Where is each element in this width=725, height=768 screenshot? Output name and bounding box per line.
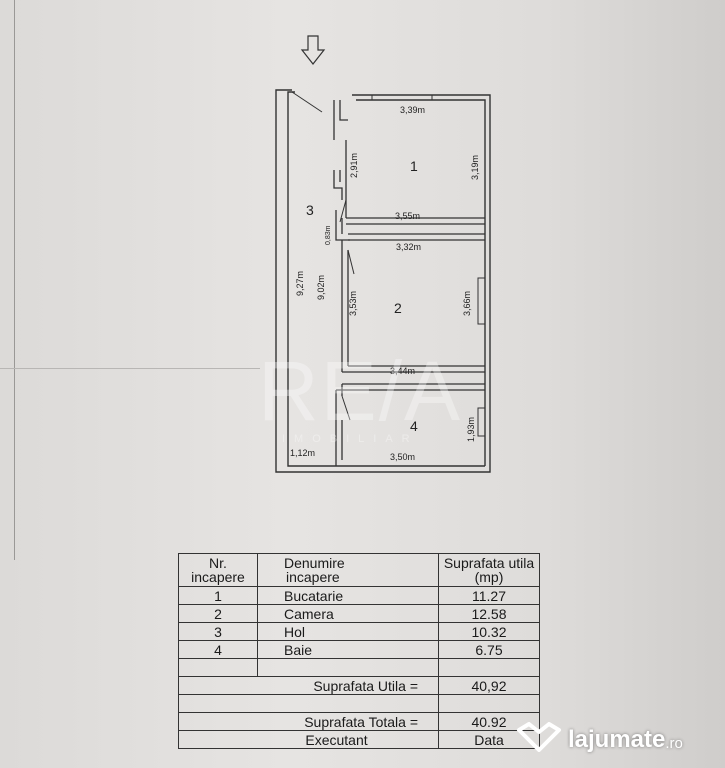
dim-r1-right: 3,19m — [470, 155, 480, 180]
row-area: 6.75 — [438, 640, 540, 659]
dim-passage: 0,83m — [325, 225, 332, 245]
dim-r1-bottom: 3,55m — [395, 211, 420, 221]
window-room-1 — [371, 94, 433, 101]
table-row: 4 Baie 6.75 — [178, 640, 540, 659]
total-area-label: Suprafata Totala = — [178, 712, 439, 731]
row-nr: 3 — [178, 622, 258, 641]
header-nr-line2: incapere — [191, 569, 245, 585]
door-room-2 — [347, 249, 355, 275]
paper-crease — [0, 368, 260, 369]
dim-r2-left: 3,53m — [348, 291, 358, 316]
window-room-4 — [477, 407, 486, 437]
empty-cell — [438, 694, 540, 713]
row-name: Camera — [257, 604, 439, 623]
floor-plan: 3,39m 3,19m 3,55m 2,91m 0,83m 3,32m 3,66… — [258, 35, 491, 473]
logo-tld: .ro — [665, 734, 683, 752]
row-nr: 2 — [178, 604, 258, 623]
entry-door — [291, 91, 323, 113]
room-number-4: 4 — [410, 418, 418, 434]
empty-cell — [178, 658, 258, 677]
logo-text: lajumate — [568, 726, 666, 753]
entrance-arrow-icon — [300, 35, 326, 65]
row-area: 10.32 — [438, 622, 540, 641]
door-room-4 — [341, 395, 351, 421]
executant-row: Executant Data — [178, 730, 540, 749]
table-row: 3 Hol 10.32 — [178, 622, 540, 641]
window-room-2 — [477, 277, 486, 325]
useful-area-value: 40,92 — [438, 676, 540, 695]
floor-plan-drawing: 3,39m 3,19m 3,55m 2,91m 0,83m 3,32m 3,66… — [258, 35, 491, 473]
room-number-2: 2 — [394, 300, 402, 316]
header-name-line2: incapere — [286, 569, 340, 585]
table-header-row: Nr. incapere Denumire incapere Suprafata… — [178, 553, 540, 587]
empty-cell — [178, 694, 439, 713]
header-nr: Nr. incapere — [178, 553, 258, 587]
header-nr-line1: Nr. — [209, 555, 227, 571]
row-name: Baie — [257, 640, 439, 659]
lajumate-logo: lajumate .ro — [516, 721, 683, 759]
row-nr: 4 — [178, 640, 258, 659]
watermark-logo: RE/A — [258, 344, 462, 438]
table-empty-row — [178, 694, 540, 713]
date-label: Data — [438, 730, 540, 749]
row-name: Bucatarie — [257, 586, 439, 605]
useful-area-label: Suprafata Utila = — [178, 676, 439, 695]
dim-r1-left: 2,91m — [349, 153, 359, 178]
dim-hall-inner: 9,02m — [316, 275, 326, 300]
header-area-line1: Suprafata utila — [443, 555, 535, 571]
header-name: Denumire incapere — [257, 553, 439, 587]
room-number-1: 1 — [410, 158, 418, 174]
header-area: Suprafata utila (mp) — [438, 553, 540, 587]
table-empty-row — [178, 658, 540, 677]
header-name-line1: Denumire — [284, 555, 345, 571]
table-row: 2 Camera 12.58 — [178, 604, 540, 623]
dim-r2-bottom: 3,44m — [390, 366, 415, 376]
dim-hall-bottom: 1,12m — [290, 448, 315, 458]
door-room-1 — [339, 199, 347, 223]
room-area-table: Nr. incapere Denumire incapere Suprafata… — [178, 553, 540, 749]
executant-label: Executant — [178, 730, 439, 749]
heart-logo-icon — [516, 721, 562, 759]
room-number-3: 3 — [306, 202, 314, 218]
row-area: 12.58 — [438, 604, 540, 623]
row-area: 11.27 — [438, 586, 540, 605]
header-area-line2: (mp) — [474, 569, 504, 585]
dim-r4-right: 1,93m — [466, 417, 476, 442]
row-nr: 1 — [178, 586, 258, 605]
dim-r1-top: 3,39m — [400, 105, 425, 115]
table-row: 1 Bucatarie 11.27 — [178, 586, 540, 605]
total-area-row: Suprafata Totala = 40.92 — [178, 712, 540, 731]
inner-walls — [333, 100, 485, 466]
useful-area-row: Suprafata Utila = 40,92 — [178, 676, 540, 695]
paper-fold-line — [14, 0, 15, 560]
dim-hall-outer: 9,27m — [295, 271, 305, 296]
dim-r2-right: 3,66m — [462, 291, 472, 316]
dim-r4-bottom: 3,50m — [390, 452, 415, 462]
empty-cell — [438, 658, 540, 677]
dim-r2-top: 3,32m — [396, 242, 421, 252]
empty-cell — [257, 658, 439, 677]
watermark-subtitle: IMOBILIAR — [282, 433, 419, 445]
row-name: Hol — [257, 622, 439, 641]
